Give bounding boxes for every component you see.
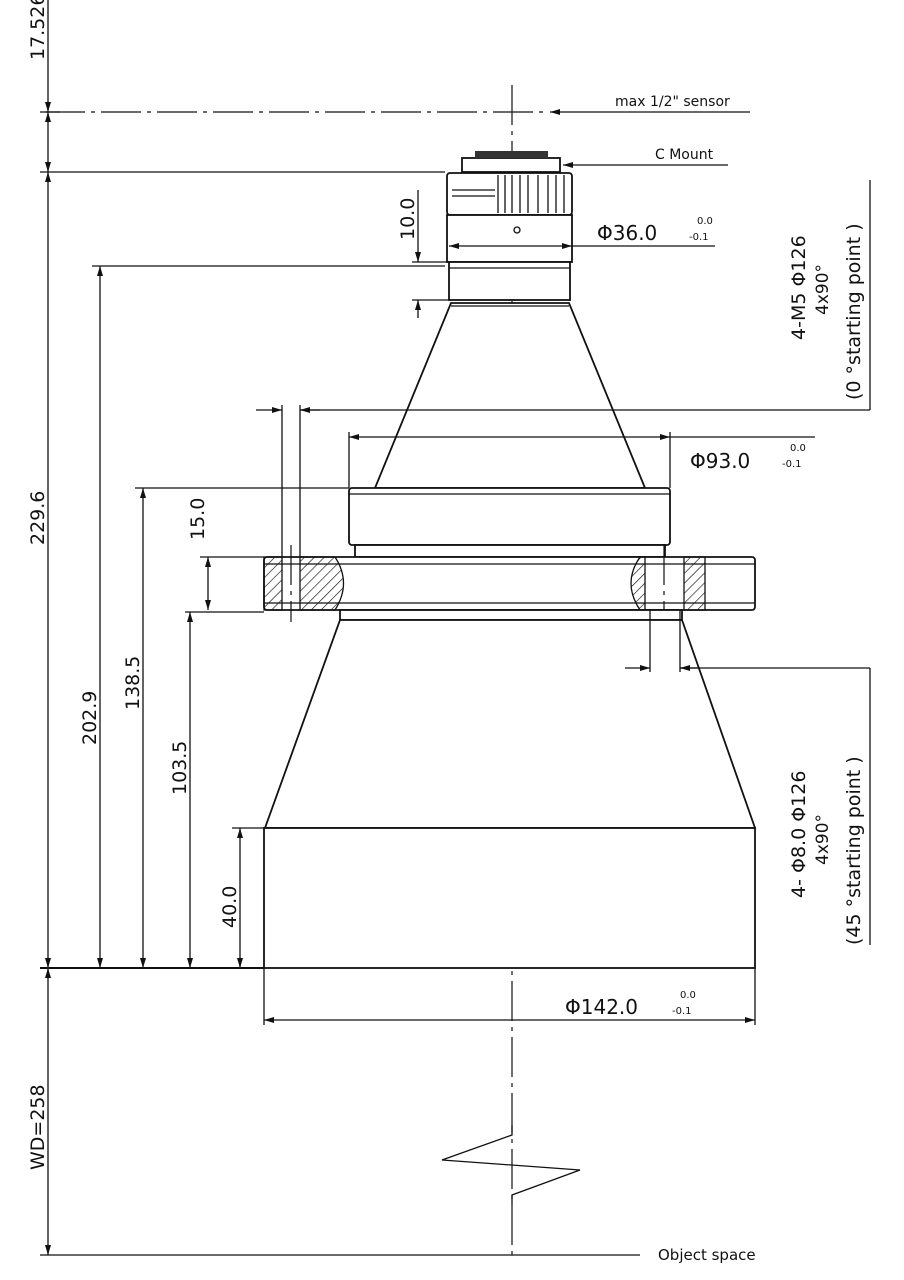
- svg-text:40.0: 40.0: [219, 886, 241, 928]
- dim-138: 138.5: [122, 487, 349, 968]
- note-bottom-line2: 4x90°: [813, 814, 833, 865]
- break-symbol: [441, 1125, 581, 1205]
- object-space-label: Object space: [658, 1246, 756, 1264]
- dim-10: 10.0: [397, 190, 449, 318]
- mounting-flange: [263, 545, 756, 622]
- dim-working-distance: WD=258: [27, 1084, 49, 1170]
- front-barrel: [263, 827, 756, 969]
- sensor-plane: max 1/2" sensor: [45, 94, 750, 115]
- svg-text:0.0: 0.0: [680, 990, 696, 1001]
- svg-text:103.5: 103.5: [169, 741, 191, 795]
- dim-15: 15.0: [187, 498, 264, 610]
- sensor-label: max 1/2" sensor: [615, 94, 730, 110]
- svg-text:Φ142.0: Φ142.0: [565, 995, 638, 1019]
- mount-label: C Mount: [655, 147, 714, 163]
- dim-103: 103.5: [169, 611, 264, 968]
- dim-dia36: Φ36.0 0.0 -0.1: [449, 216, 715, 249]
- note-top-line1: 4-M5 Φ126: [788, 235, 810, 340]
- svg-text:15.0: 15.0: [187, 498, 209, 540]
- svg-text:Φ36.0: Φ36.0: [597, 221, 657, 245]
- svg-text:Φ93.0: Φ93.0: [690, 449, 750, 473]
- note-bottom-line3: (45 °starting point ): [843, 756, 865, 945]
- svg-text:-0.1: -0.1: [782, 459, 802, 470]
- svg-text:0.0: 0.0: [697, 216, 713, 227]
- svg-text:202.9: 202.9: [79, 691, 101, 745]
- note-top-line2: 4x90°: [813, 264, 833, 315]
- svg-text:-0.1: -0.1: [689, 232, 709, 243]
- upper-cone: [373, 302, 647, 489]
- callout-m5-holes: 4-M5 Φ126 4x90° (0 °starting point ): [256, 180, 871, 557]
- svg-text:0.0: 0.0: [790, 443, 806, 454]
- upper-flange-ring: [348, 487, 671, 546]
- overall-dimensions: 17.526 229.6 WD=258 Object space: [27, 0, 756, 1264]
- callout-8mm-holes: 4- Φ8.0 Φ126 4x90° (45 °starting point ): [625, 610, 871, 945]
- c-mount: C Mount: [461, 147, 728, 173]
- svg-text:10.0: 10.0: [397, 198, 419, 240]
- dim-202: 202.9: [79, 265, 445, 968]
- focus-ring: [446, 172, 573, 216]
- svg-text:-0.1: -0.1: [672, 1006, 692, 1017]
- note-top-line3: (0 °starting point ): [843, 223, 865, 400]
- index-dot: [513, 226, 521, 234]
- svg-text:138.5: 138.5: [122, 656, 144, 710]
- dim-40: 40.0: [219, 827, 264, 968]
- lower-cone: [263, 619, 757, 829]
- note-bottom-line1: 4- Φ8.0 Φ126: [788, 771, 810, 898]
- dim-dia93: Φ93.0 0.0 -0.1: [348, 432, 815, 488]
- dim-total-length: 229.6: [27, 491, 49, 545]
- dim-dia142: Φ142.0 0.0 -0.1: [263, 968, 756, 1025]
- iris-ring: [446, 214, 573, 263]
- dim-back-focal: 17.526: [27, 0, 49, 60]
